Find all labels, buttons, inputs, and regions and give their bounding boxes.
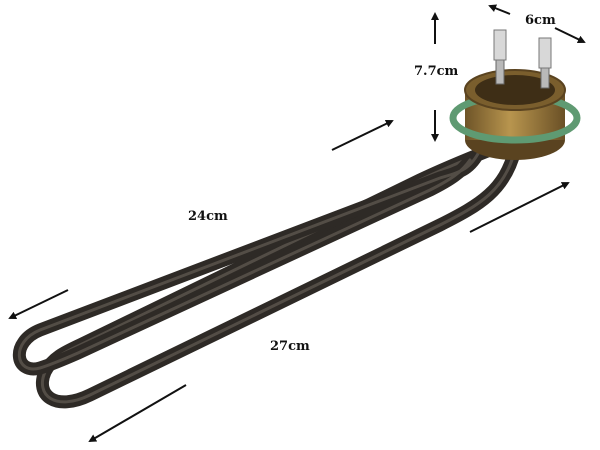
upper-loop-length-label: 24cm <box>188 209 228 224</box>
lower-loop-length-label: 27cm <box>270 339 310 354</box>
head-height-label: 7.7cm <box>414 64 459 79</box>
arrow-width-left <box>488 4 511 15</box>
arrow-width-right <box>554 27 586 43</box>
heating-element-tube <box>12 143 522 409</box>
flange-width-label: 6cm <box>525 13 556 28</box>
arrow-lower-left <box>88 384 187 443</box>
terminal-connectors <box>493 29 552 89</box>
dimension-arrows <box>8 4 586 443</box>
arrow-upper-left <box>8 289 69 319</box>
arrow-upper-right <box>331 120 394 151</box>
brass-flange <box>449 29 581 160</box>
arrow-lower-right <box>469 182 570 233</box>
